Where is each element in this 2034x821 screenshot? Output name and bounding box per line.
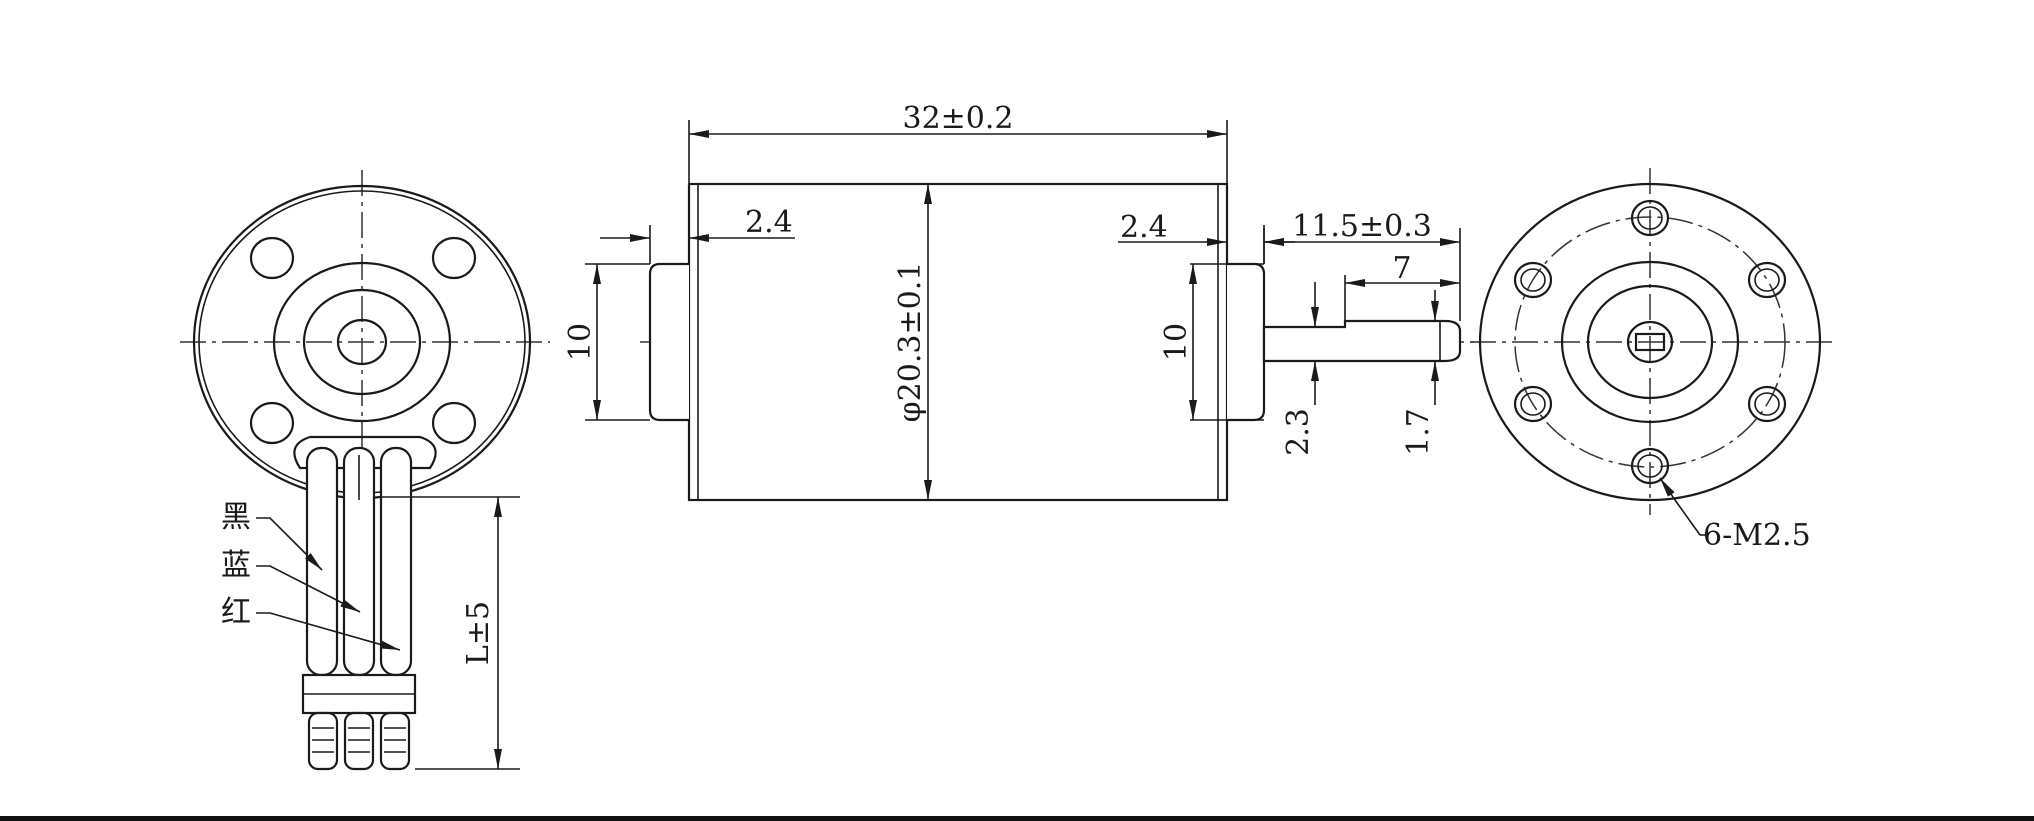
rear-hole-bottom-right <box>431 401 477 445</box>
bolt-circle <box>1514 216 1786 468</box>
rear-boss <box>648 262 689 422</box>
bullet-connectors <box>307 711 411 771</box>
mounting-holes-callout: 6-M2.5 <box>1703 518 1811 553</box>
leader-red <box>256 612 401 651</box>
rear-bearing-circle <box>336 318 388 366</box>
rear-boss-length-dimension: 2.4 <box>745 205 793 240</box>
shaft-flat <box>1634 332 1666 352</box>
rear-boss-outer-circle <box>272 261 452 423</box>
front-boss-outer-circle <box>1560 260 1740 424</box>
rear-boss-diameter-dimension: 10 <box>563 323 598 361</box>
front-boss <box>1227 262 1266 422</box>
shaft-length-dimension: 11.5±0.3 <box>1292 209 1432 244</box>
overall-length-dimension: 32±0.2 <box>902 101 1013 136</box>
rear-hole-top-left <box>249 236 295 280</box>
lead-exit-grommet <box>293 435 437 470</box>
body-diameter-dimension: φ20.3±0.1 <box>893 262 928 423</box>
label-red-wire: 红 <box>221 595 251 630</box>
label-blue-wire: 蓝 <box>221 548 251 583</box>
flat-length-dimension: 7 <box>1392 251 1411 286</box>
rear-hole-top-right <box>431 236 477 280</box>
label-black-wire: 黑 <box>221 500 251 535</box>
black-wire <box>305 446 339 677</box>
shaft-end-circle <box>1626 320 1674 364</box>
rear-hole-bottom-left <box>249 401 295 445</box>
mounting-holes-leader <box>1659 477 1701 536</box>
side-view: 32±0.2 φ20.3±0.1 2.4 10 2.4 10 11.5±0.3 <box>563 101 1475 502</box>
flat-thickness-dimension: 1.7 <box>1401 408 1436 456</box>
front-boss-diameter-dimension: 10 <box>1159 323 1194 361</box>
red-wire <box>379 446 413 677</box>
front-boss-inner-circle <box>1586 284 1714 400</box>
lead-length-dimension: L±5 <box>461 601 496 665</box>
leader-blue <box>256 565 361 613</box>
shaft-diameter-dimension: 2.3 <box>1281 408 1316 456</box>
rear-boss-inner-circle <box>302 288 422 396</box>
bottom-border <box>0 816 2034 821</box>
front-end-view: 6-M2.5 <box>1470 168 1835 553</box>
lead-wires <box>305 446 413 677</box>
output-shaft <box>1262 319 1462 363</box>
mounting-holes <box>1513 199 1787 485</box>
leader-black <box>256 517 323 571</box>
front-housing-outer-circle <box>1478 182 1822 502</box>
front-boss-length-dimension: 2.4 <box>1120 210 1168 245</box>
rear-end-view: 黑 蓝 红 L±5 <box>180 170 550 771</box>
